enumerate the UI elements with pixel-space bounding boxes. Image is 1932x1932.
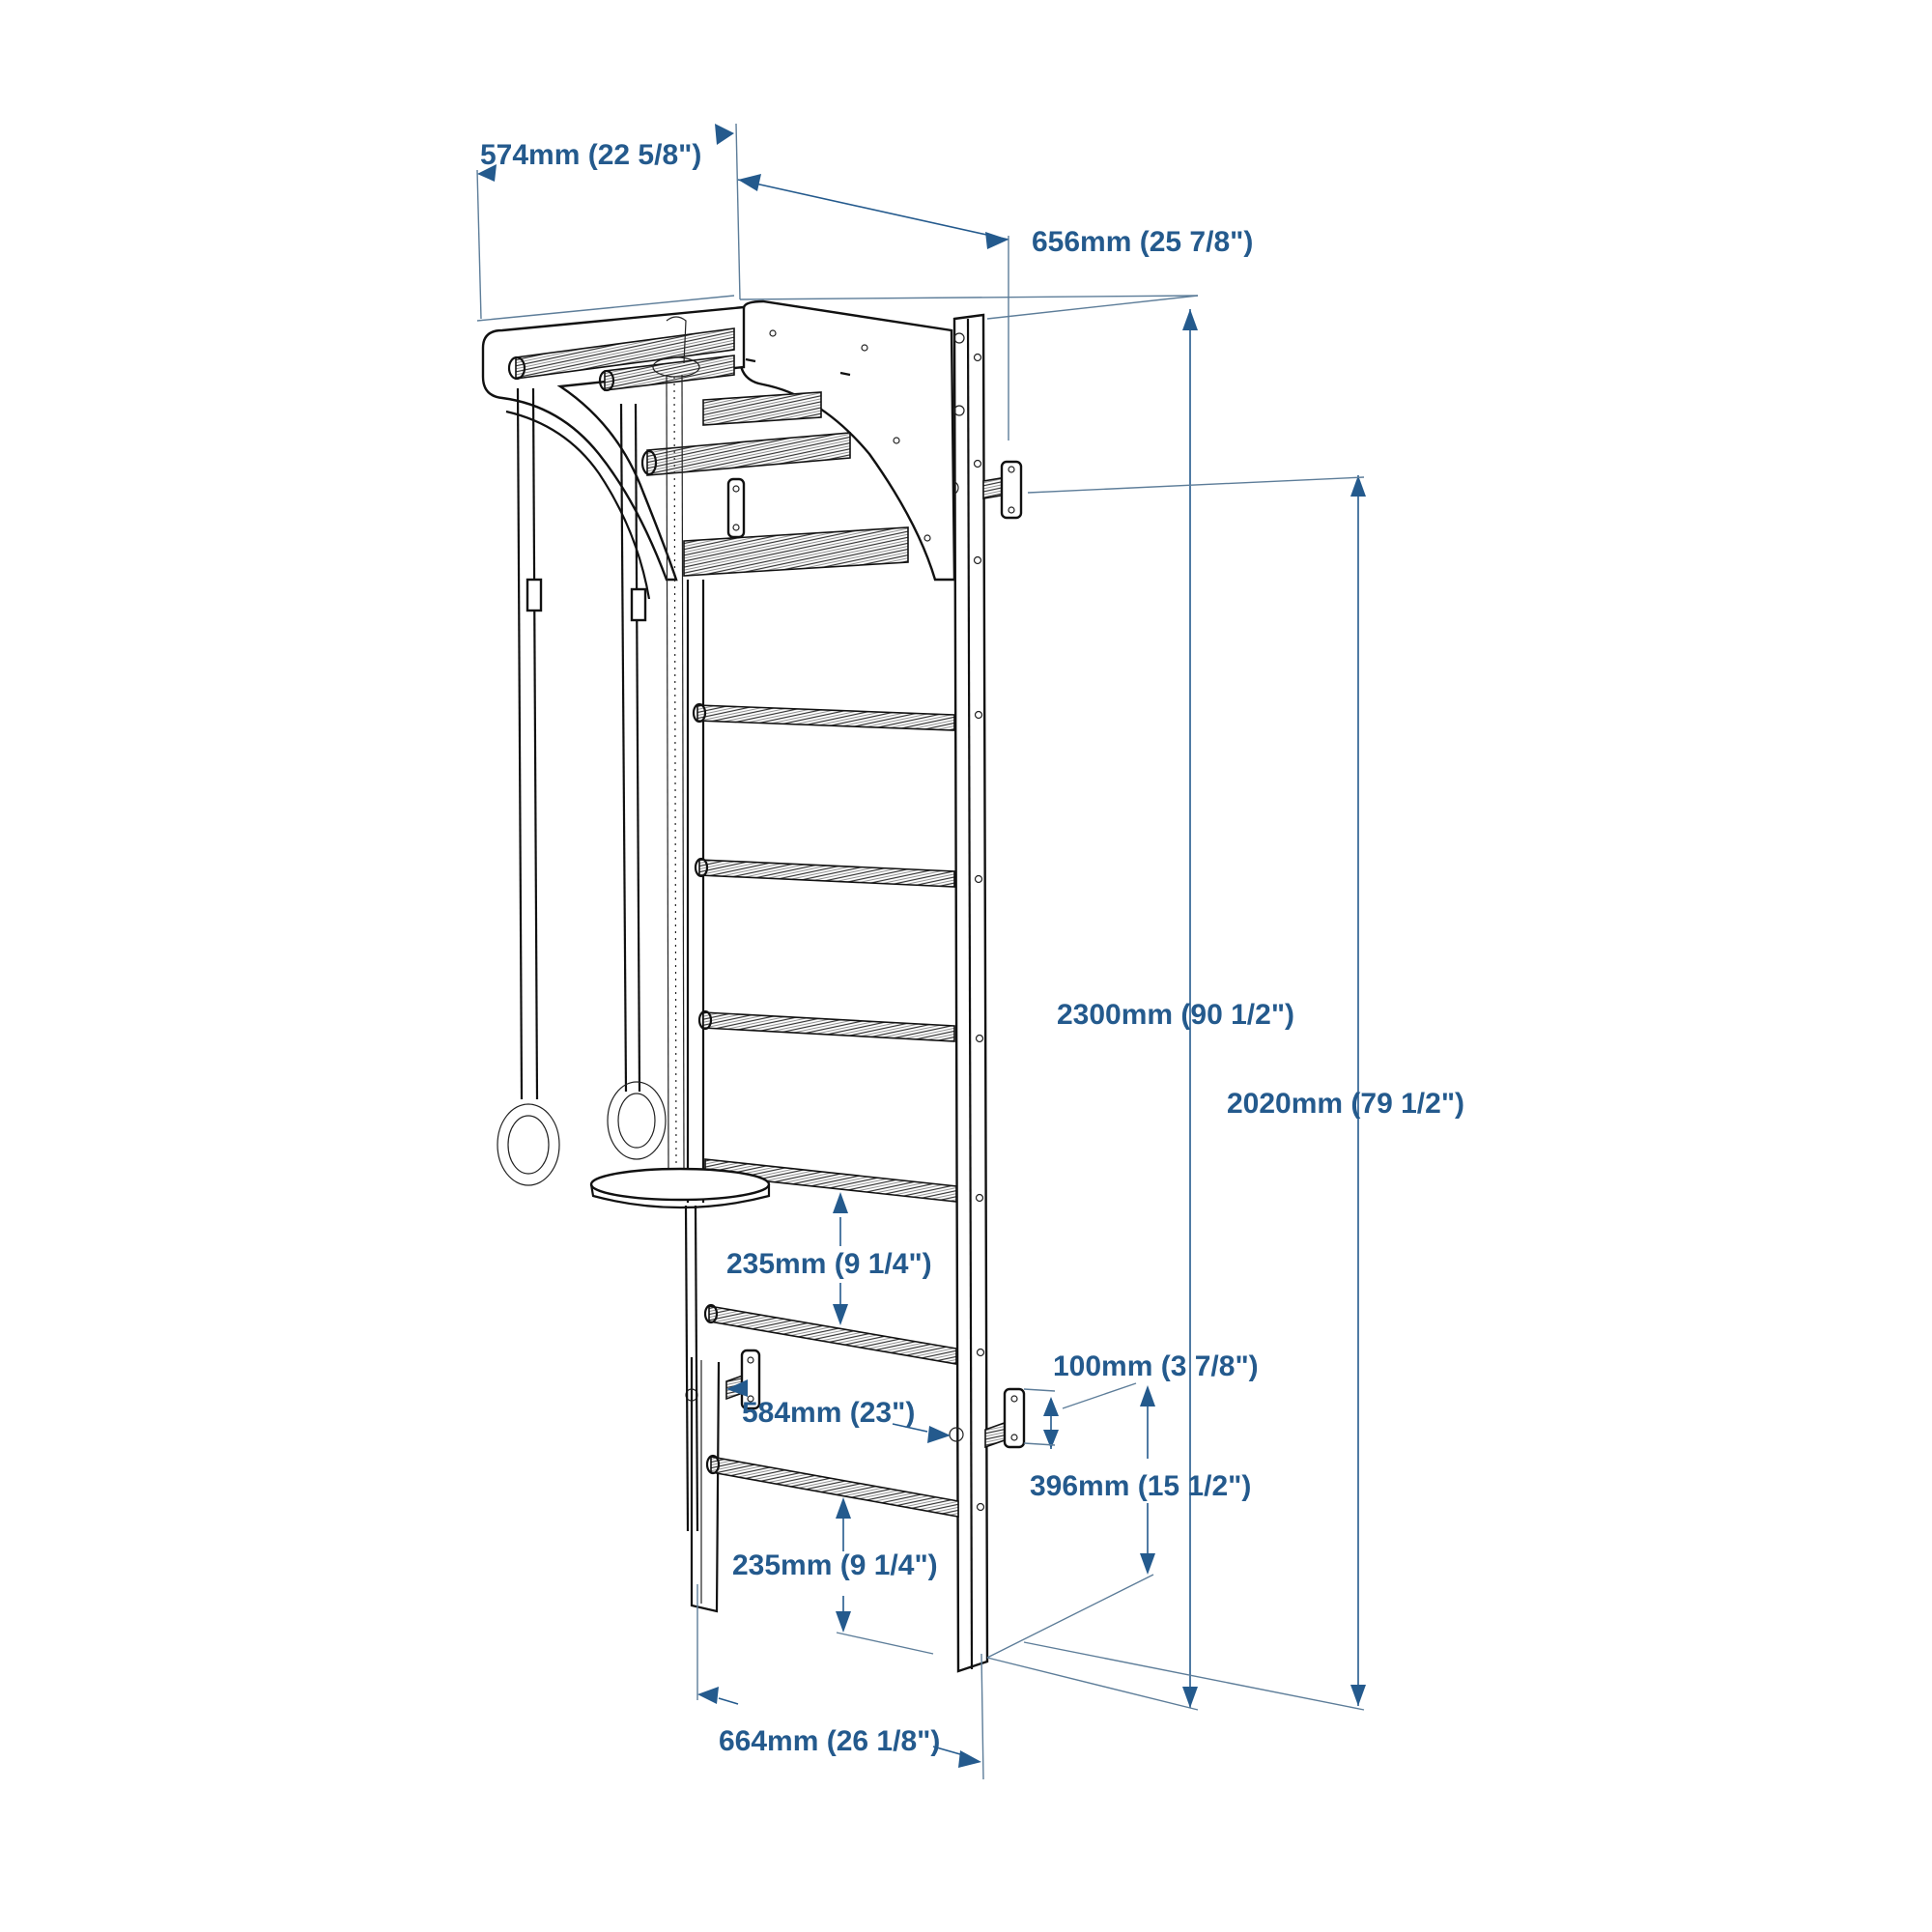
wall-bracket-lower-right	[984, 1387, 1026, 1449]
dimension-rung-spacing-lower: 235mm (9 1/4")	[732, 1549, 938, 1581]
dimension-top-width: 656mm (25 7/8")	[1032, 226, 1254, 258]
wall-bracket-upper-left	[726, 477, 746, 539]
dimension-ladder-width: 584mm (23")	[742, 1397, 916, 1429]
climbing-rope	[652, 316, 700, 1170]
ladder-right-stile	[944, 313, 989, 1673]
dimension-bracket-height: 396mm (15 1/2")	[1030, 1470, 1252, 1502]
gymnastic-rings	[497, 387, 667, 1186]
dimension-base-width: 664mm (26 1/8")	[719, 1725, 941, 1757]
dimension-rung-spacing-upper: 235mm (9 1/4")	[726, 1248, 932, 1280]
ladder-left-stile	[685, 580, 721, 1613]
pull-up-bar-frame	[481, 299, 956, 582]
wall-bracket-upper-right	[982, 460, 1023, 520]
dimension-ladder-height: 2020mm (79 1/2")	[1227, 1088, 1465, 1120]
dimension-wall-offset: 100mm (3 7/8")	[1053, 1350, 1259, 1382]
dimension-total-height: 2300mm (90 1/2")	[1057, 999, 1295, 1031]
ladder-rungs	[692, 702, 959, 1518]
dimension-top-depth: 574mm (22 5/8")	[480, 139, 702, 171]
dimension-lines	[476, 123, 1366, 1780]
swing-disc	[589, 1167, 771, 1532]
